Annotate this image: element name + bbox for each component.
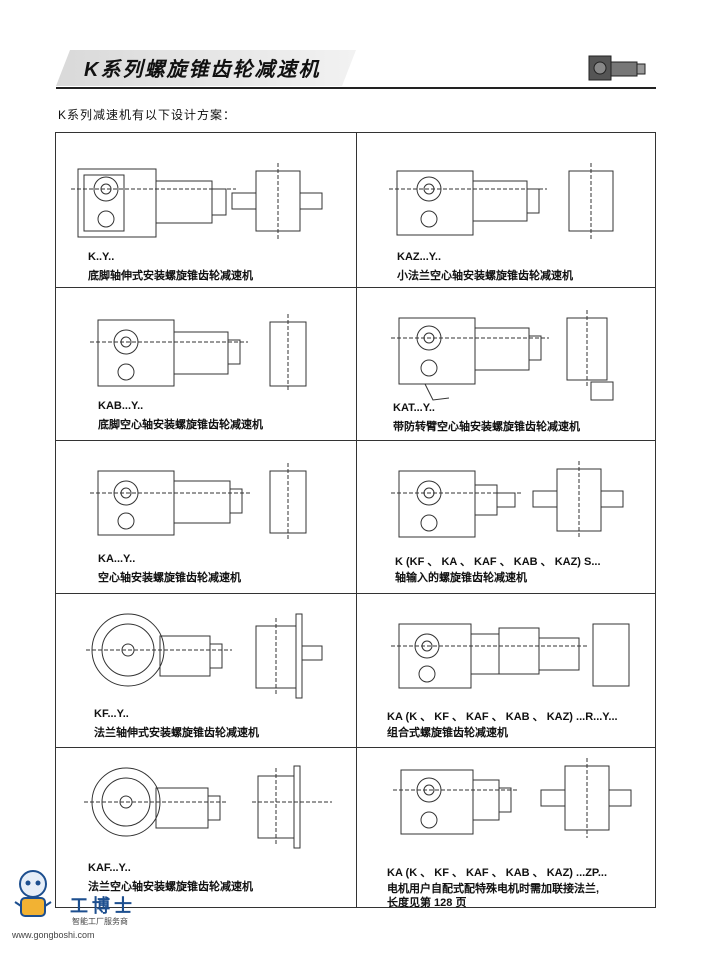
design-code: KAB...Y.. <box>98 400 144 412</box>
gear-motor-drawing-icon <box>389 163 614 239</box>
gear-motor-drawing-icon <box>84 765 332 849</box>
design-code: K..Y.. <box>88 251 115 263</box>
header-band <box>56 50 356 86</box>
gear-motor-drawing-icon <box>90 314 307 392</box>
watermark-url: www.gongboshi.com <box>12 930 95 940</box>
robot-mascot-icon <box>14 870 52 917</box>
design-cell-kaf-y: KAF...Y.. 法兰空心轴安装螺旋锥齿轮减速机 <box>56 748 356 908</box>
gear-motor-drawing-icon <box>71 163 323 239</box>
design-description: 组合式螺旋锥齿轮减速机 <box>387 727 508 739</box>
gear-motor-drawing-icon <box>393 758 632 838</box>
design-description: 轴输入的螺旋锥齿轮减速机 <box>395 572 527 584</box>
design-cell-kf-y: KF...Y.. 法兰轴伸式安装螺旋锥齿轮减速机 <box>56 594 356 748</box>
gear-motor-drawing-icon <box>90 463 307 541</box>
design-description: 小法兰空心轴安装螺旋锥齿轮减速机 <box>397 270 573 282</box>
gear-motor-drawing-icon <box>391 461 624 539</box>
design-cell-ka-y: KA...Y.. 空心轴安装螺旋锥齿轮减速机 <box>56 441 356 594</box>
gear-motor-drawing-icon <box>86 613 323 699</box>
design-cell-k-s: K (KF 、 KA 、 KAF 、 KAB 、 KAZ) S... 轴输入的螺… <box>357 441 657 594</box>
design-code: K (KF 、 KA 、 KAF 、 KAB 、 KAZ) S... <box>395 556 601 568</box>
design-description-line2: 长度见第 128 页 <box>387 897 467 909</box>
design-cell-ka-zp: KA (K 、 KF 、 KAF 、 KAB 、 KAZ) ...ZP... 电… <box>357 748 657 909</box>
design-code: KAZ...Y.. <box>397 251 442 263</box>
design-code: KF...Y.. <box>94 708 129 720</box>
gear-motor-thumbnail-icon <box>588 55 646 81</box>
watermark: 工博士 智能工厂服务商 www.gongboshi.com <box>10 866 160 946</box>
watermark-brand: 工博士 <box>70 896 136 916</box>
design-description: 电机用户自配式配特殊电机时需加联接法兰, <box>387 883 600 895</box>
design-cell-kat-y: KAT...Y.. 带防转臂空心轴安装螺旋锥齿轮减速机 <box>357 288 657 441</box>
header-rule <box>56 87 656 89</box>
design-code: KAT...Y.. <box>393 402 435 414</box>
design-description: 空心轴安装螺旋锥齿轮减速机 <box>98 572 241 584</box>
design-code: KA (K 、 KF 、 KAF 、 KAB 、 KAZ) ...R...Y..… <box>387 711 618 723</box>
design-code: KA...Y.. <box>98 553 136 565</box>
design-cell-kab-y: KAB...Y.. 底脚空心轴安装螺旋锥齿轮减速机 <box>56 288 356 441</box>
design-grid: K..Y.. 底脚轴伸式安装螺旋锥齿轮减速机 KAZ...Y.. 小法兰空心轴安… <box>55 132 657 909</box>
design-cell-k-y: K..Y.. 底脚轴伸式安装螺旋锥齿轮减速机 <box>56 133 356 287</box>
gear-motor-drawing-icon <box>391 310 614 401</box>
design-cell-ka-r-y: KA (K 、 KF 、 KAF 、 KAB 、 KAZ) ...R...Y..… <box>357 594 657 748</box>
design-description: 法兰轴伸式安装螺旋锥齿轮减速机 <box>94 727 259 739</box>
design-code: KA (K 、 KF 、 KAF 、 KAB 、 KAZ) ...ZP... <box>387 867 607 879</box>
watermark-tagline: 智能工厂服务商 <box>72 917 128 926</box>
intro-text: K系列减速机有以下设计方案： <box>58 108 237 122</box>
design-description: 底脚空心轴安装螺旋锥齿轮减速机 <box>98 419 263 431</box>
design-description: 底脚轴伸式安装螺旋锥齿轮减速机 <box>88 270 253 282</box>
page-title: K系列螺旋锥齿轮减速机 <box>84 59 321 81</box>
design-cell-kaz-y: KAZ...Y.. 小法兰空心轴安装螺旋锥齿轮减速机 <box>357 133 657 287</box>
gear-motor-drawing-icon <box>391 623 630 689</box>
design-code: KAF...Y.. <box>88 862 131 874</box>
design-description: 法兰空心轴安装螺旋锥齿轮减速机 <box>88 881 253 893</box>
design-description: 带防转臂空心轴安装螺旋锥齿轮减速机 <box>393 421 580 433</box>
